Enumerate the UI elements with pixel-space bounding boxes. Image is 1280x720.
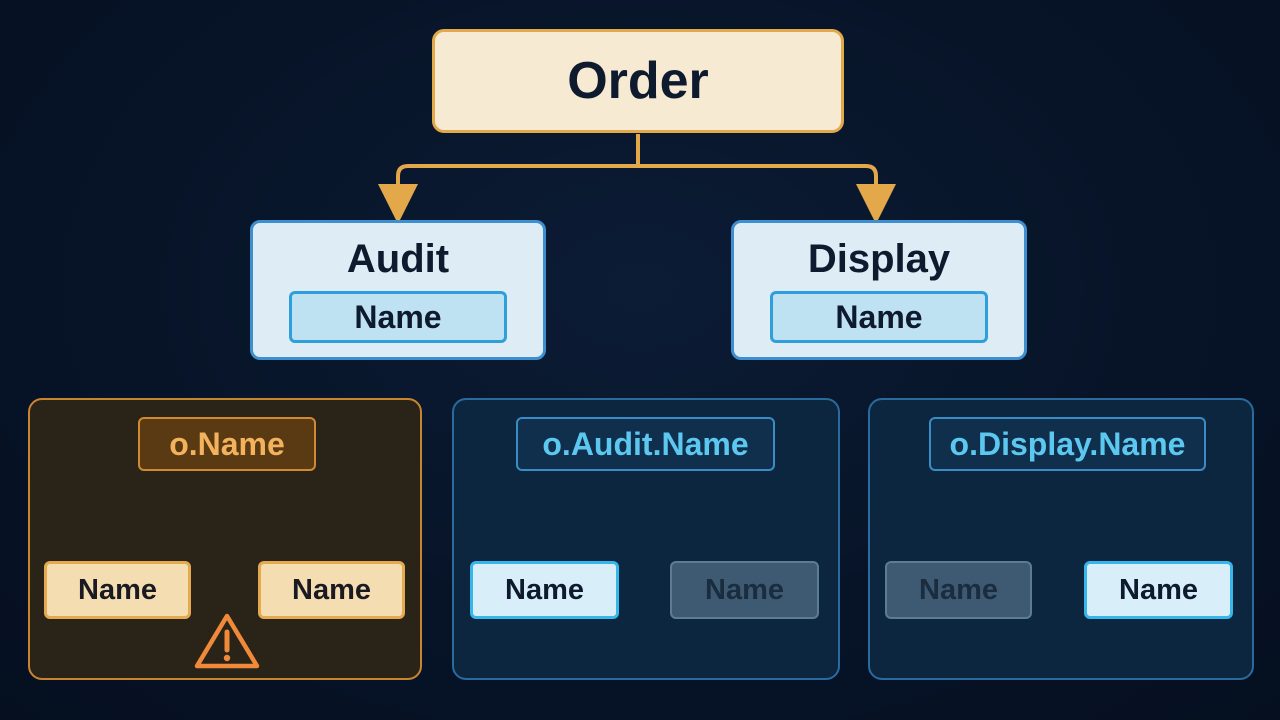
audit-node: Audit Name	[250, 220, 546, 360]
audit-title: Audit	[346, 237, 450, 281]
audit-name-field: Name	[289, 291, 507, 343]
root-connector	[378, 134, 896, 224]
display-name-field: Name	[770, 291, 988, 343]
leaf-display-name-ambiguous: Name	[258, 561, 405, 619]
display-node: Display Name	[731, 220, 1027, 360]
leaf-audit-name-selected: Name	[470, 561, 619, 619]
leaf-display-name-unselected: Name	[670, 561, 819, 619]
expr-o-name: o.Name	[138, 417, 316, 471]
expr-o-display-name: o.Display.Name	[929, 417, 1206, 471]
display-title: Display	[807, 237, 951, 281]
order-label: Order	[567, 52, 709, 110]
leaf-audit-name-unselected: Name	[885, 561, 1032, 619]
leaf-display-name-selected: Name	[1084, 561, 1233, 619]
expr-o-audit-name: o.Audit.Name	[516, 417, 775, 471]
order-node: Order	[432, 29, 844, 133]
leaf-audit-name-ambiguous: Name	[44, 561, 191, 619]
warning-icon	[194, 613, 260, 669]
